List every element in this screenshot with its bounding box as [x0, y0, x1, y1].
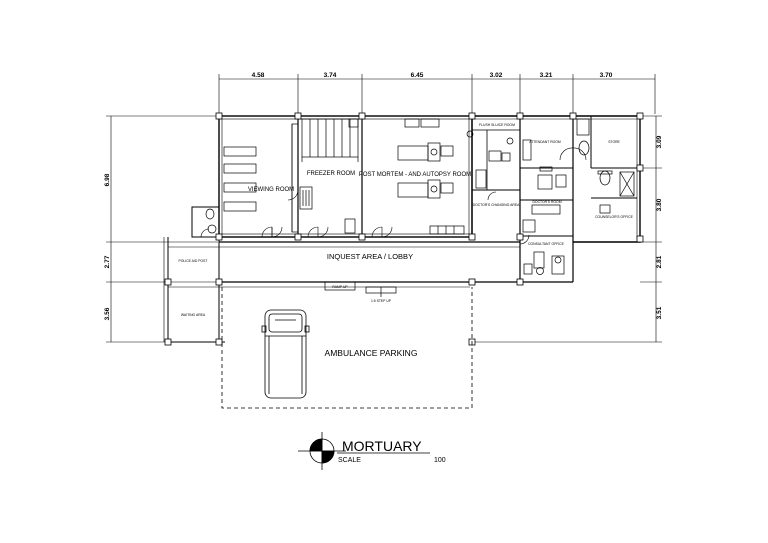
room-doctors-changing: DOCTOR'S CHANGING AREA: [473, 203, 520, 207]
room-viewing: VIEWING ROOM: [248, 187, 294, 193]
dim-left-3: 3.56: [104, 307, 111, 320]
freezer-room-units: [299, 118, 359, 210]
room-lobby: INQUEST AREA / LOBBY: [327, 252, 413, 261]
building-walls: [163, 115, 641, 343]
scale-value: 100: [434, 457, 446, 464]
room-flush: FLUSH SLUICE ROOM: [479, 123, 515, 127]
dim-right-1: 3.09: [656, 135, 663, 148]
step-label: 1:5 STEP UP: [371, 299, 392, 303]
doors: [200, 147, 587, 245]
dim-right-4: 3.51: [656, 306, 663, 319]
right-dimension-chain: [470, 115, 662, 343]
dim-top-1: 4.58: [252, 72, 265, 79]
dim-top-6: 3.70: [600, 72, 613, 79]
room-consultant: CONSULTANT OFFICE: [528, 242, 565, 246]
room-ambulance: AMBULANCE PARKING: [325, 348, 418, 358]
dim-top-3: 6.45: [411, 72, 424, 79]
room-counselors: COUNSELOR'S OFFICE: [595, 215, 633, 219]
ambulance-parking-boundary: [221, 287, 473, 409]
store-and-toilets: [539, 118, 635, 214]
room-police: POLICE AID POST: [178, 259, 207, 263]
dim-left-1: 6.98: [104, 173, 111, 186]
consultant-office-furniture: [523, 251, 565, 275]
dim-top-2: 3.74: [324, 72, 337, 79]
autopsy-tables: [344, 118, 474, 235]
viewing-room-furniture: [223, 123, 299, 233]
ramp-label: RAMP UP: [332, 285, 348, 289]
service-room-fixtures: [475, 137, 567, 233]
room-attendant: ATTENDANT ROOM: [529, 140, 561, 144]
structural-columns: [164, 112, 644, 346]
dim-right-3: 2.81: [656, 255, 663, 268]
dim-top-4: 3.02: [490, 72, 503, 79]
top-dimension-chain: [218, 74, 656, 114]
room-doctors: DOCTOR'S ROOM: [532, 200, 561, 204]
ramp: [324, 281, 397, 297]
room-freezer: FREEZER ROOM: [307, 171, 355, 177]
dim-top-5: 3.21: [540, 72, 553, 79]
ambulance-vehicle: [261, 309, 310, 399]
room-autopsy: POST MORTEM - AND AUTOPSY ROOM: [359, 172, 471, 178]
dim-right-2: 3.80: [656, 198, 663, 211]
dim-left-2: 2.77: [104, 255, 111, 268]
scale-label: SCALE: [338, 457, 361, 464]
left-dimension-chain: [106, 115, 218, 343]
room-store: STORE: [608, 140, 620, 144]
north-symbol: [298, 432, 346, 470]
room-waiting: WAITING AREA: [181, 313, 206, 317]
drawing-title: MORTUARY: [342, 438, 422, 454]
